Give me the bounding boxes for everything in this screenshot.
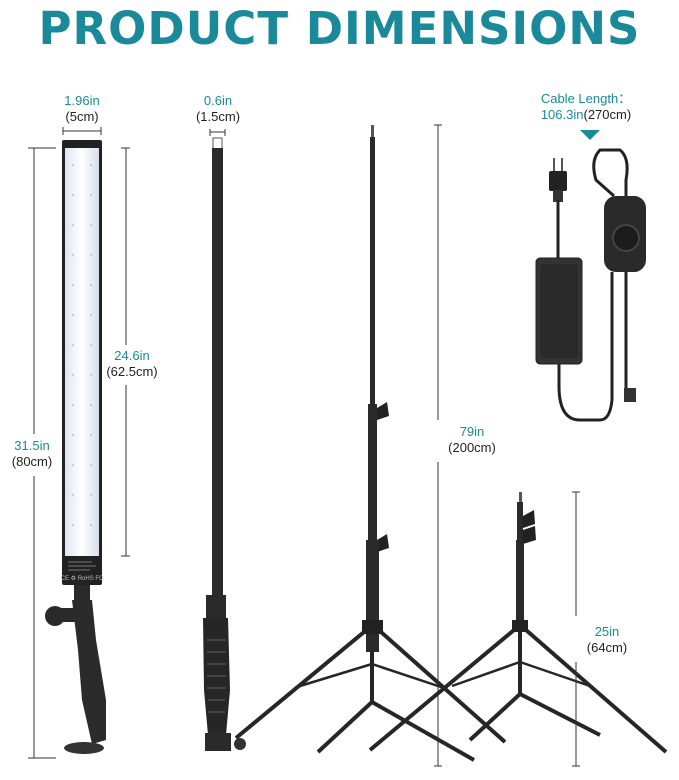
short-stand-in: 25in [594, 624, 620, 639]
tripod-stand-icon [234, 124, 507, 767]
cable-length-cm: (270cm) [583, 107, 632, 122]
short-stand-cm: (64cm) [586, 640, 628, 655]
handle-stick-icon [203, 129, 246, 751]
total-height-cm: (80cm) [11, 454, 53, 469]
cable-length-label: Cable Length： 106.3in(270cm) [516, 91, 656, 123]
tall-stand-in: 79in [459, 424, 485, 439]
light-width-cm: (5cm) [65, 109, 99, 124]
page-title: PRODUCT DIMENSIONS [38, 2, 641, 55]
short-stand-height-label: 25in (64cm) [576, 624, 638, 656]
power-adapter-icon [535, 130, 634, 422]
led-light-panel-icon: CE ♻ RoHS FC [28, 127, 130, 759]
tall-stand-cm: (200cm) [448, 440, 496, 455]
stick-width-in: 0.6in [203, 93, 233, 108]
light-height-label: 24.6in (62.5cm) [98, 348, 166, 380]
total-height-in: 31.5in [14, 438, 50, 453]
cable-length-in: 106.3in [540, 107, 584, 122]
dimmer-switch-icon [604, 196, 646, 402]
light-height-in: 24.6in [114, 348, 150, 363]
cable-arrow-icon [580, 130, 600, 140]
certification-logos: CE ♻ RoHS FC [61, 575, 104, 582]
stick-width-cm: (1.5cm) [195, 109, 241, 124]
light-height-cm: (62.5cm) [106, 364, 158, 379]
total-height-label: 31.5in (80cm) [2, 438, 62, 470]
tall-stand-height-label: 79in (200cm) [438, 424, 506, 456]
light-width-label: 1.96in (5cm) [52, 93, 112, 125]
light-width-in: 1.96in [64, 93, 100, 108]
short-tripod-stand-icon [368, 491, 668, 767]
stick-width-label: 0.6in (1.5cm) [188, 93, 248, 125]
cable-length-title: Cable Length： [540, 91, 632, 106]
